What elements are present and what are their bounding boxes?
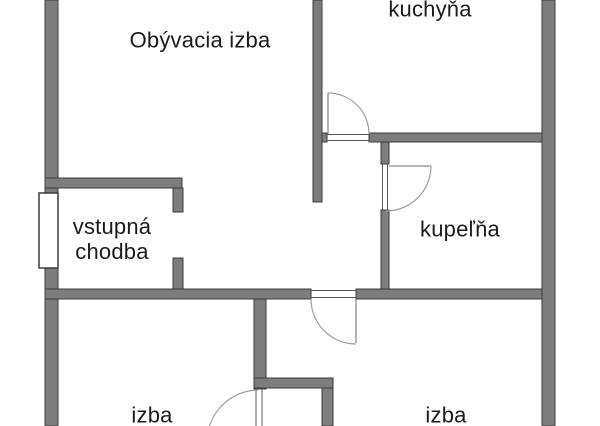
wall-niche-right-wall	[321, 387, 334, 426]
room-label-small-room-left: izba	[131, 402, 173, 426]
room-label-small-room-right: izba	[425, 402, 467, 426]
room-label-kitchen: kuchyňa	[388, 0, 472, 22]
wall-hall-top-wall	[44, 177, 183, 189]
room-label-entrance-hall: vstupná chodba	[73, 214, 151, 264]
left-room-door-swing-arc-icon	[208, 389, 259, 426]
kitchen-door-swing-arc-icon	[327, 92, 370, 135]
hall-window-window-icon	[38, 192, 59, 269]
wall-hall-corridor-bottom	[44, 288, 312, 300]
room-label-living-room: Obývacia izba	[129, 27, 271, 53]
wall-kitchen-bottom-stub	[321, 132, 328, 143]
corridor-room-door-swing-arc-icon	[310, 298, 357, 345]
wall-niche-top-wall	[253, 377, 334, 389]
wall-outer-left-upper	[44, 0, 59, 194]
wall-living-kitchen-wall	[312, 0, 323, 203]
wall-hall-right-stub-upper	[172, 187, 184, 213]
room-label-bathroom: kupeľňa	[420, 216, 500, 242]
wall-bathroom-left-lower	[380, 209, 390, 290]
wall-bathroom-left-upper	[380, 141, 390, 165]
bathroom-door-swing-arc-icon	[385, 165, 432, 212]
wall-left-room-right-wall	[253, 298, 267, 390]
wall-bathroom-bottom	[355, 288, 543, 300]
wall-kitchen-bathroom-top	[368, 132, 543, 143]
room-label-entrance-hall-line1: vstupná	[72, 213, 152, 239]
room-label-entrance-hall-line2: chodba	[75, 239, 149, 264]
wall-outer-right	[541, 0, 556, 426]
